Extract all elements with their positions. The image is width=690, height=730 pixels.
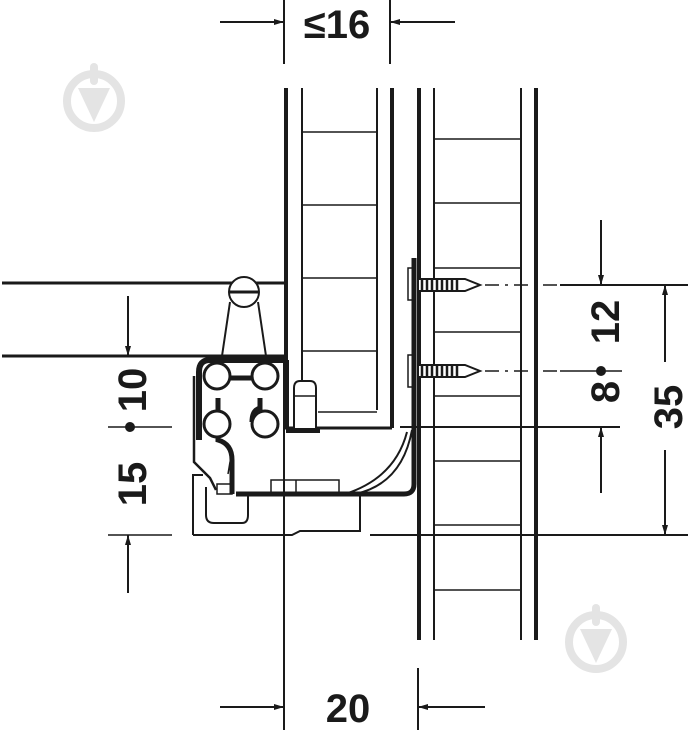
label-right-lower: 8 <box>584 381 628 403</box>
drawer-side-panel <box>284 88 394 430</box>
dimension-side-thickness <box>220 0 455 64</box>
ball-bearing-bottom-right <box>250 409 280 439</box>
screw-lower <box>417 364 483 378</box>
ball-bearing-top-right <box>250 361 280 391</box>
watermark-bottom-right <box>565 604 627 673</box>
runner-base <box>192 474 361 536</box>
label-left-lower: 15 <box>111 462 155 507</box>
runner-stop-block <box>286 380 320 433</box>
screw-upper <box>417 278 483 292</box>
runner-mounting-rail <box>236 258 417 497</box>
watermark-top-left <box>63 63 125 132</box>
ball-bearing-bottom-left <box>202 409 232 439</box>
label-left-upper: 10 <box>111 368 155 413</box>
label-runner-width: 20 <box>326 687 371 730</box>
dimension-runner-width <box>220 668 485 730</box>
ball-bearing-top-left <box>202 361 232 391</box>
dimension-right <box>560 220 622 493</box>
ball-bearings <box>202 361 280 439</box>
label-total: 35 <box>647 385 690 430</box>
label-right-upper: 12 <box>584 300 628 345</box>
dimension-left <box>125 296 135 593</box>
label-side-thickness: ≤16 <box>304 3 370 47</box>
locking-device <box>221 276 267 357</box>
screw-centerlines <box>485 284 560 372</box>
